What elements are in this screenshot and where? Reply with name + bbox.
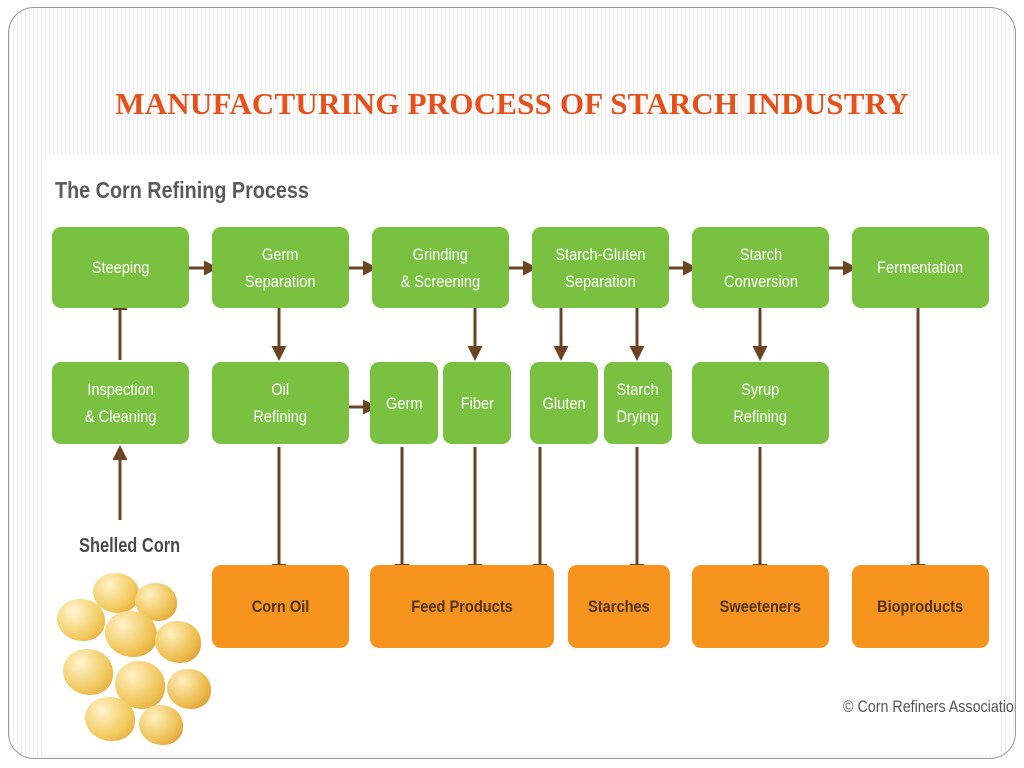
- box-starch-drying: Starch Drying: [604, 362, 672, 444]
- box-feed-products: Feed Products: [370, 565, 554, 648]
- label-germ-separation: Germ Separation: [245, 244, 316, 291]
- label-fiber: Fiber: [460, 393, 494, 413]
- box-grinding-screening: Grinding & Screening: [372, 227, 509, 308]
- corn-kernel: [93, 573, 139, 613]
- corn-kernel: [139, 705, 183, 745]
- shelled-corn-label: Shelled Corn: [79, 535, 181, 557]
- label-oil-refining: Oil Refining: [253, 380, 308, 426]
- box-fiber: Fiber: [443, 362, 511, 444]
- box-oil-refining: Oil Refining: [212, 362, 349, 444]
- box-syrup-refining: Syrup Refining: [692, 362, 829, 444]
- flow-arrows: [112, 260, 926, 579]
- slide: MANUFACTURING PROCESS OF STARCH INDUSTRY…: [8, 7, 1016, 759]
- label-feed-products: Feed Products: [411, 597, 513, 616]
- label-germ: Germ: [385, 393, 423, 413]
- corn-kernel: [57, 599, 105, 641]
- corn-kernel: [105, 611, 157, 657]
- box-starches: Starches: [568, 565, 670, 648]
- corn-kernel: [167, 669, 211, 709]
- box-fermentation: Fermentation: [852, 227, 989, 308]
- label-starches: Starches: [588, 597, 650, 616]
- slide-title: MANUFACTURING PROCESS OF STARCH INDUSTRY: [115, 86, 909, 121]
- box-corn-oil: Corn Oil: [212, 565, 349, 648]
- credit-text: © Corn Refiners Association: [843, 697, 1016, 716]
- box-steeping: Steeping: [52, 227, 189, 308]
- diagram-title: The Corn Refining Process: [55, 177, 309, 203]
- corn-refining-diagram: The Corn Refining Process: [43, 155, 1015, 755]
- label-bioproducts: Bioproducts: [877, 597, 964, 616]
- label-sweeteners: Sweeteners: [719, 597, 802, 616]
- corn-kernel: [155, 621, 201, 663]
- box-starch-gluten-separation: Starch-Gluten Separation: [532, 227, 669, 308]
- label-corn-oil: Corn Oil: [251, 597, 310, 616]
- box-inspection-cleaning: Inspection & Cleaning: [52, 362, 189, 444]
- box-germ: Germ: [370, 362, 438, 444]
- label-fermentation: Fermentation: [877, 258, 964, 277]
- label-inspection-cleaning: Inspection & Cleaning: [84, 380, 157, 426]
- label-starch-gluten-separation: Starch-Gluten Separation: [555, 244, 646, 291]
- corn-kernel: [63, 649, 113, 695]
- label-starch-conversion: Starch Conversion: [723, 244, 798, 291]
- corn-kernels-image: [43, 565, 223, 750]
- box-starch-conversion: Starch Conversion: [692, 227, 829, 308]
- corn-kernel: [85, 697, 135, 741]
- box-sweeteners: Sweeteners: [692, 565, 829, 648]
- label-gluten: Gluten: [542, 393, 586, 413]
- label-steeping: Steeping: [91, 258, 150, 277]
- box-bioproducts: Bioproducts: [852, 565, 989, 648]
- box-gluten: Gluten: [530, 362, 598, 444]
- label-grinding-screening: Grinding & Screening: [400, 244, 481, 291]
- label-syrup-refining: Syrup Refining: [733, 380, 788, 426]
- label-starch-drying: Starch Drying: [616, 380, 660, 426]
- box-germ-separation: Germ Separation: [212, 227, 349, 308]
